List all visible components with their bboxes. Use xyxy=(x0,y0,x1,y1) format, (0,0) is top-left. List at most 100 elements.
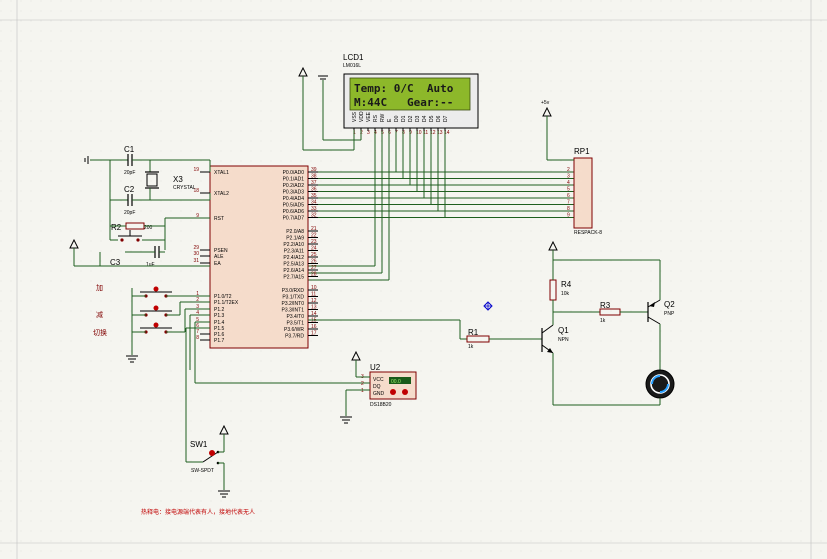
mcu-pin-number: 32 xyxy=(311,213,317,219)
mcu-pin-number: 10 xyxy=(311,285,317,291)
button-knob-icon xyxy=(153,286,159,292)
note-text: 热释电：接电源端代表有人，接地代表无人 xyxy=(141,508,255,516)
c1-ref-label: C1 xyxy=(124,145,135,154)
q2-ref-label: Q2 xyxy=(664,300,675,309)
mcu-pin-name: P1.4 xyxy=(214,320,225,326)
mcu-pin-number: 9 xyxy=(196,213,199,219)
mcu-pin-name: P1.2 xyxy=(214,307,225,313)
mcu-pin-name: P2.3/A11 xyxy=(284,249,304,255)
c3-ref-label: C3 xyxy=(110,258,121,267)
probe-marker-icon xyxy=(483,301,493,311)
mcu-pin-number: 16 xyxy=(311,324,317,330)
mcu-pin-number: 29 xyxy=(193,245,199,251)
mcu-pin-number: 19 xyxy=(193,167,199,173)
rp1-power: +5v xyxy=(541,100,574,161)
mcu-pin-number: 36 xyxy=(311,187,317,193)
sw1-ref-label: SW1 xyxy=(190,440,208,449)
lcd-pin-number: 14 xyxy=(444,130,450,136)
lcd-pin-label: RS xyxy=(373,114,379,122)
p3-wires xyxy=(308,319,467,340)
lcd-power-symbols xyxy=(298,66,362,151)
q1-ref-label: Q1 xyxy=(558,326,569,335)
mcu-pin-name: P0.1/AD1 xyxy=(283,177,305,183)
lcd-pin-label: D5 xyxy=(429,115,435,122)
u2-pin-vcc: VCC xyxy=(373,377,384,383)
mcu-pin-number: 11 xyxy=(311,292,316,298)
mcu-pin-number: 18 xyxy=(193,188,199,194)
crystal-x3-icon xyxy=(146,173,158,187)
lcd-pin-label: VDD xyxy=(359,111,365,122)
sw1-knob-icon xyxy=(209,450,215,456)
lcd-component[interactable]: LCD1 LM016L Temp: 0/C Auto M:44C Gear:--… xyxy=(343,53,479,136)
mcu-pin-name: P3.4/T0 xyxy=(286,314,304,320)
button-panel: 加 减 切换 xyxy=(93,283,210,363)
ds18b20-sensor[interactable]: U2 00.0 VCC DQ GND 3 2 1 DS18B20 xyxy=(361,363,417,408)
mcu-pin-number: 4 xyxy=(196,310,199,316)
mcu-pin-name: P3.2/INT0 xyxy=(281,301,304,307)
mcu-pin-number: 7 xyxy=(196,329,199,335)
lcd-pin-number: 11 xyxy=(423,130,428,136)
mcu-pin-name: P2.5/A13 xyxy=(283,262,304,268)
lcd-pin-label: RW xyxy=(380,113,386,122)
lcd-pin-number: 13 xyxy=(437,130,443,136)
motor-driver: R1 1k Q1 NPN R4 10k R3 1k Q2 PNP xyxy=(466,240,675,406)
rp1-pin-number: 8 xyxy=(567,206,570,212)
mcu-pin-number: 33 xyxy=(311,206,317,212)
mcu-pin-name: P0.7/AD7 xyxy=(283,216,305,222)
r4-value-label: 10k xyxy=(561,291,570,297)
c1-value-label: 20pF xyxy=(124,170,135,176)
u2-display xyxy=(389,377,411,384)
rp1-pin-number: 3 xyxy=(567,174,570,180)
mcu-pin-number: 14 xyxy=(311,311,317,317)
mcu-pin-name: P0.0/AD0 xyxy=(283,170,305,176)
mcu-pin-number: 21 xyxy=(311,226,317,232)
mcu-pin-number: 3 xyxy=(196,304,199,310)
mcu-pin-number: 25 xyxy=(311,252,317,258)
q1-value-label: NPN xyxy=(558,337,569,343)
mcu-pin-name: P3.6/WR xyxy=(284,327,304,333)
rp1-ref-label: RP1 xyxy=(574,147,590,156)
mcu-pin-name: P0.5/AD5 xyxy=(283,203,305,209)
lcd-ref-label: LCD1 xyxy=(343,53,364,62)
mcu-pin-number: 2 xyxy=(196,297,199,303)
p0-bus-wires xyxy=(318,171,574,218)
mcu-pin-number: 12 xyxy=(311,298,317,304)
r3-ref-label: R3 xyxy=(600,301,611,310)
mcu-pin-number: 23 xyxy=(311,239,317,245)
r2-ref-label: R2 xyxy=(111,223,122,232)
u2-wiring xyxy=(340,350,370,424)
rp1-pin-number: 5 xyxy=(567,187,570,193)
button-knob-icon xyxy=(153,322,159,328)
sw1-value-label: SW-SPDT xyxy=(191,468,214,474)
q2-value-label: PNP xyxy=(664,311,675,317)
lcd-pin-label: D1 xyxy=(401,115,407,122)
mcu-pin-name: P2.0/A8 xyxy=(286,229,304,235)
mcu-pin-name: P0.3/AD3 xyxy=(283,190,305,196)
mcu-pin-number: 27 xyxy=(311,265,317,271)
mcu-pin-name: P1.1/T2EX xyxy=(214,300,239,306)
lcd-pin-number: 12 xyxy=(430,130,436,136)
mcu-pin-name: P0.2/AD2 xyxy=(283,183,305,189)
mcu-pin-number: 24 xyxy=(311,246,317,252)
lcd-screen xyxy=(349,77,471,111)
mcu-pin-number: 39 xyxy=(311,167,317,173)
mcu-pin-number: 22 xyxy=(311,233,317,239)
u2-value-label: DS18B20 xyxy=(370,402,392,408)
u2-pin-dq: DQ xyxy=(373,384,381,390)
mcu-pin-number: 26 xyxy=(311,259,317,265)
mcu-pin-name: P1.3 xyxy=(214,313,225,319)
mcu-chip[interactable]: XTAL119XTAL218RST9PSEN29ALE30EA31P1.0/T2… xyxy=(193,165,318,349)
r2-value-label: 200 xyxy=(144,225,153,231)
mcu-pin-name: XTAL2 xyxy=(214,191,229,197)
mcu-pin-name: XTAL1 xyxy=(214,170,229,176)
lcd-pin-label: D0 xyxy=(394,115,400,122)
mcu-pin-number: 30 xyxy=(193,251,199,257)
u2-pinnum-1: 1 xyxy=(361,388,364,394)
rp1-pin-number: 2 xyxy=(567,167,570,173)
mcu-pin-number: 1 xyxy=(196,291,199,297)
mcu-pin-number: 31 xyxy=(193,258,199,264)
